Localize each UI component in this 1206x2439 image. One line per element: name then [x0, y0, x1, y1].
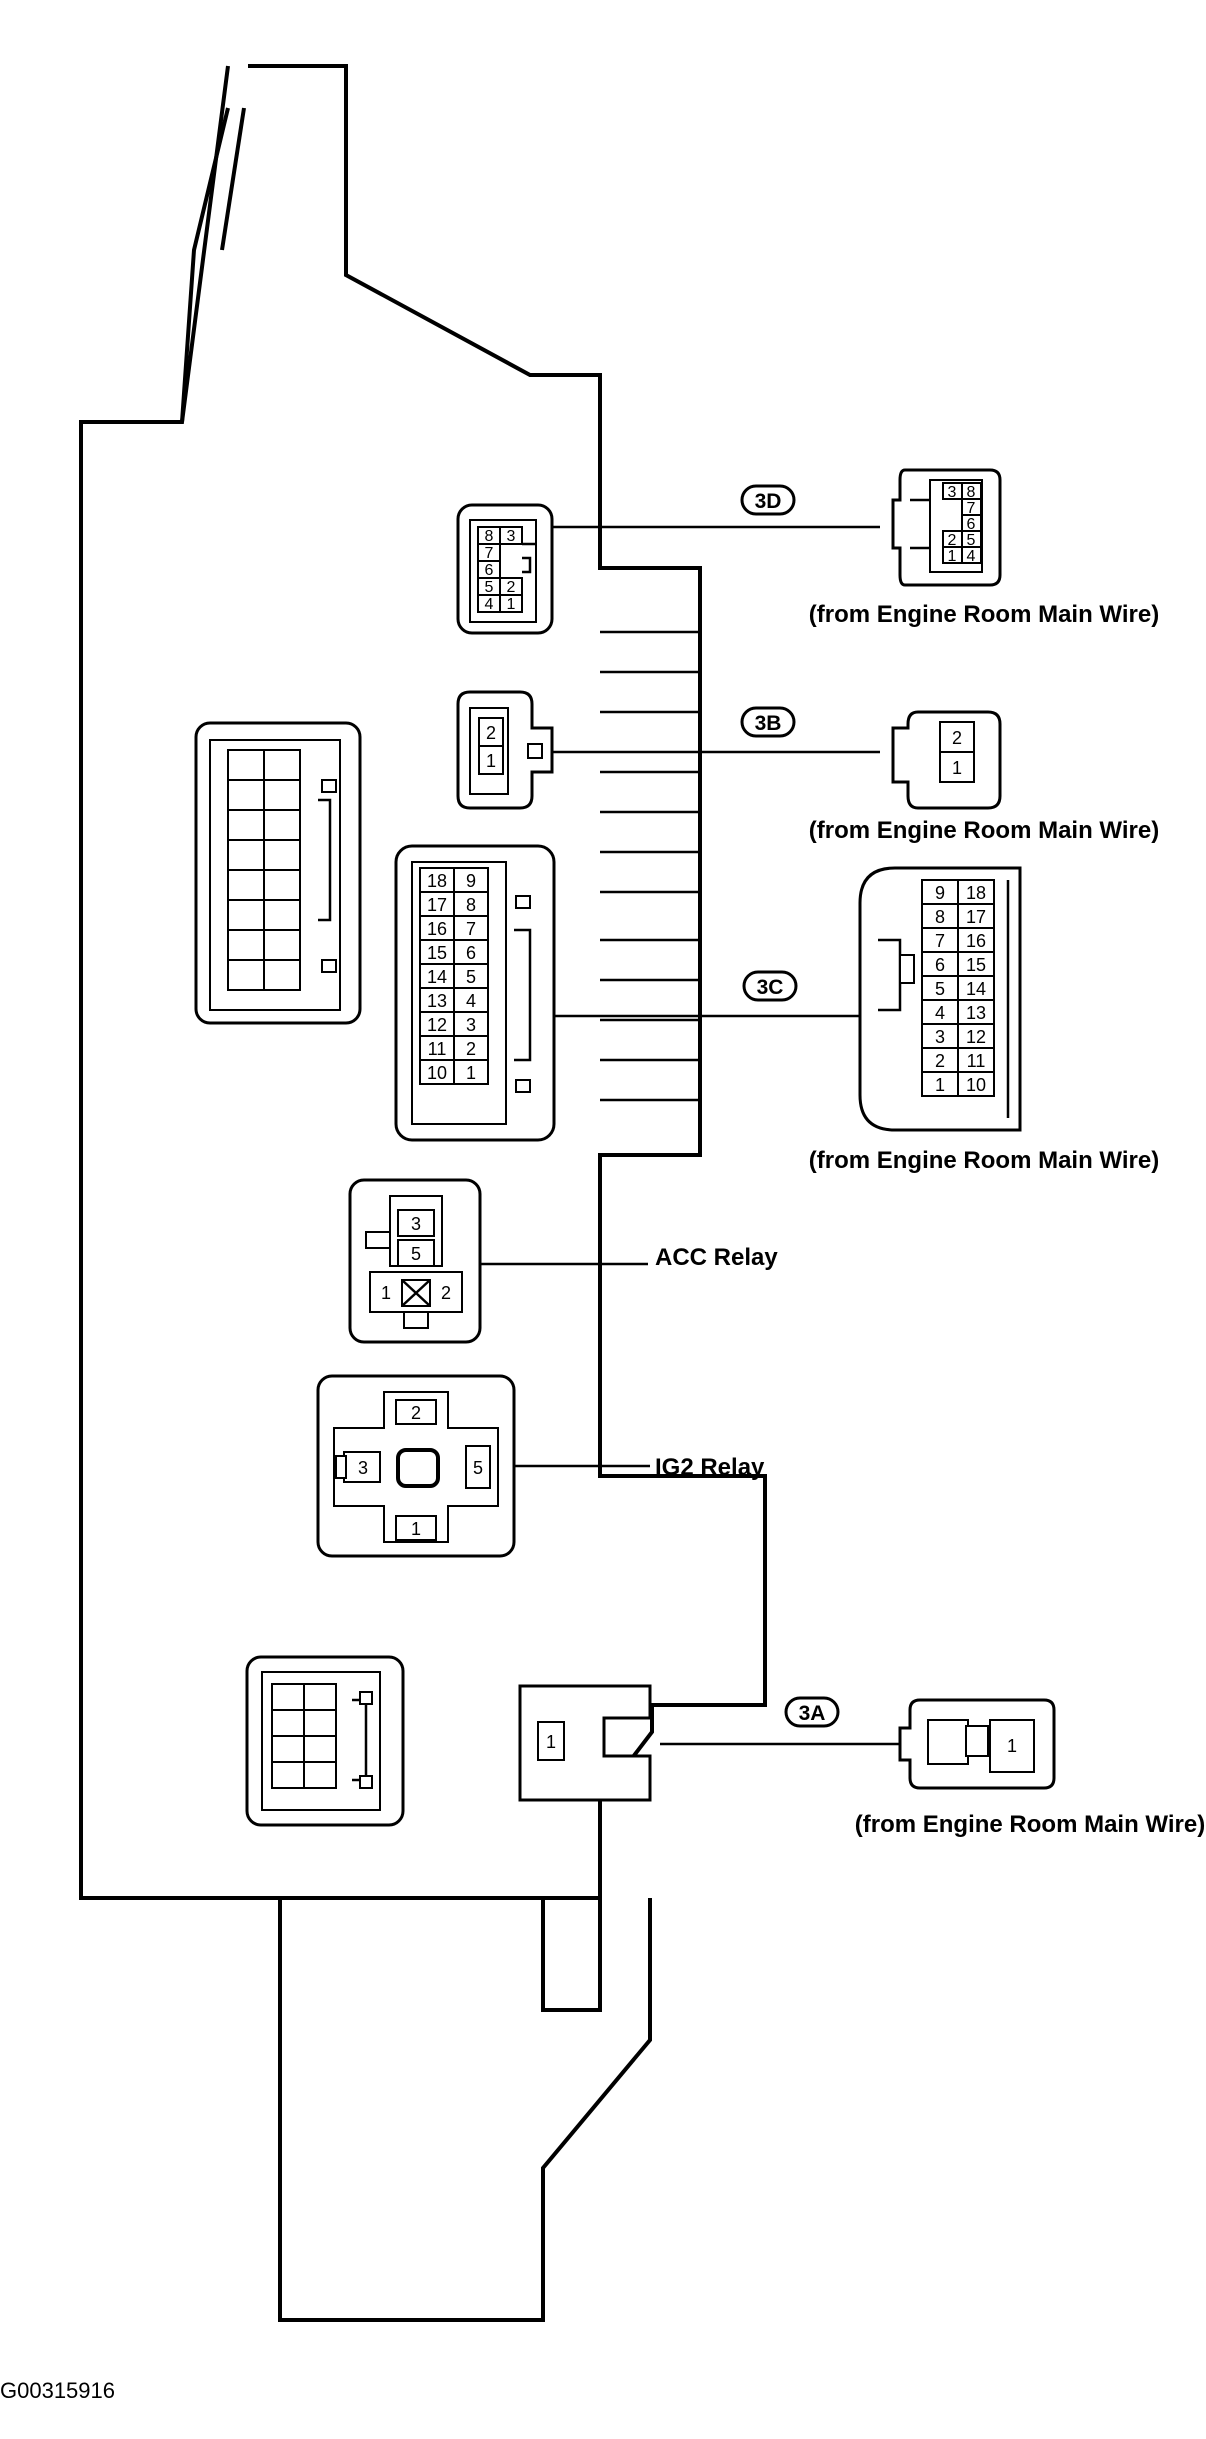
ig2-relay-label: IG2 Relay	[655, 1454, 765, 1481]
connector-3d-source-label: (from Engine Room Main Wire)	[809, 601, 1159, 628]
ig2-relay-socket: 2 3 5 1	[316, 1374, 516, 1558]
connector-3a-plug: 1	[898, 1698, 1056, 1790]
plug-3c-pin-7: 7	[935, 931, 945, 951]
pin-3c-14: 14	[427, 967, 447, 987]
acc-relay-socket: 3 5 1 2	[348, 1178, 482, 1344]
pin-3a-1: 1	[546, 1732, 556, 1752]
plug-3d-pin-8: 8	[967, 484, 976, 501]
plug-3c-pin-12: 12	[966, 1027, 986, 1047]
connector-3b-source-label: (from Engine Room Main Wire)	[809, 817, 1159, 844]
pin-3c-2: 2	[466, 1039, 476, 1059]
plug-3c-pin-11: 11	[967, 1051, 986, 1071]
plug-3d-pin-1: 1	[948, 548, 957, 565]
badge-3a: 3A	[784, 1696, 840, 1728]
connector-3d-socket: 8 3 7 6 5 2 4 1	[456, 503, 554, 635]
connector-3b-plug: 2 1	[891, 710, 1002, 810]
plug-3b-pin-1: 1	[952, 758, 962, 778]
pin-3c-12: 12	[427, 1015, 447, 1035]
pin-3c-4: 4	[466, 991, 476, 1011]
block-cavity-lower-left	[245, 1655, 405, 1827]
acc-pin-5: 5	[411, 1244, 421, 1264]
connector-3b-socket: 2 1	[456, 690, 554, 810]
plug-3b-pin-2: 2	[952, 728, 962, 748]
pin-3c-13: 13	[427, 991, 447, 1011]
pin-3d-8: 8	[485, 528, 494, 545]
acc-pin-2: 2	[441, 1283, 451, 1303]
ig2-pin-2: 2	[411, 1403, 421, 1423]
figure-code: G00315916	[0, 2378, 115, 2403]
pin-3c-1: 1	[466, 1063, 476, 1083]
badge-3c: 3C	[742, 970, 798, 1002]
connector-3a-source-label: (from Engine Room Main Wire)	[855, 1811, 1205, 1838]
pin-3c-3: 3	[466, 1015, 476, 1035]
pin-3c-8: 8	[466, 895, 476, 915]
plug-3c-pin-18: 18	[966, 883, 986, 903]
acc-relay-label: ACC Relay	[655, 1244, 778, 1271]
acc-pin-1: 1	[381, 1283, 391, 1303]
pin-3d-1: 1	[507, 596, 516, 613]
pin-3c-16: 16	[427, 919, 447, 939]
pin-3d-2: 2	[507, 579, 516, 596]
pin-3c-18: 18	[427, 871, 447, 891]
plug-3c-pin-10: 10	[966, 1075, 986, 1095]
pin-3c-15: 15	[427, 943, 447, 963]
plug-3d-pin-2: 2	[948, 532, 957, 549]
pin-3d-6: 6	[485, 562, 494, 579]
pin-3d-7: 7	[485, 545, 494, 562]
svg-text:3D: 3D	[755, 490, 782, 513]
pin-3c-11: 11	[428, 1039, 447, 1059]
svg-text:3C: 3C	[757, 976, 784, 999]
plug-3c-pin-9: 9	[935, 883, 945, 903]
connector-3d-plug: 3 8 7 6 2 5 1 4	[891, 468, 1002, 587]
plug-3c-pin-14: 14	[966, 979, 986, 999]
pin-3d-5: 5	[485, 579, 494, 596]
connector-3c-socket: 18 9 17 8 16 7 15 6 14 5 13 4 12 3 11 2 …	[394, 844, 556, 1142]
plug-3c-pin-1: 1	[935, 1075, 945, 1095]
pin-3d-3: 3	[507, 528, 516, 545]
pin-3b-2: 2	[486, 723, 496, 743]
pin-3c-9: 9	[466, 871, 476, 891]
plug-3d-pin-6: 6	[967, 516, 976, 533]
plug-3d-pin-7: 7	[967, 500, 976, 517]
connector-3a-socket: 1	[518, 1684, 652, 1802]
plug-3c-pin-2: 2	[935, 1051, 945, 1071]
connector-3c-plug: 9 18 8 17 7 16 6 15 5 14 4 13 3 12 2 11 …	[858, 866, 1022, 1132]
pin-3b-1: 1	[486, 751, 496, 771]
junction-block-outline	[79, 64, 767, 2322]
plug-3c-pin-16: 16	[966, 931, 986, 951]
plug-3c-pin-6: 6	[935, 955, 945, 975]
pin-3d-4: 4	[485, 596, 494, 613]
svg-text:3A: 3A	[799, 1702, 826, 1725]
plug-3c-pin-15: 15	[966, 955, 986, 975]
plug-3d-pin-4: 4	[967, 548, 976, 565]
badge-3b: 3B	[740, 706, 796, 738]
acc-pin-3: 3	[411, 1214, 421, 1234]
block-cavity-upper-left	[194, 721, 362, 1025]
ig2-pin-3: 3	[358, 1458, 368, 1478]
pin-3c-17: 17	[427, 895, 447, 915]
pin-3c-5: 5	[466, 967, 476, 987]
plug-3d-pin-3: 3	[948, 484, 957, 501]
fuse-slot-stack	[600, 630, 700, 1102]
plug-3a-pin-1: 1	[1007, 1736, 1017, 1756]
plug-3c-pin-5: 5	[935, 979, 945, 999]
plug-3d-pin-5: 5	[967, 532, 976, 549]
plug-3c-pin-3: 3	[935, 1027, 945, 1047]
svg-text:3B: 3B	[755, 712, 782, 735]
plug-3c-pin-13: 13	[966, 1003, 986, 1023]
badge-3d: 3D	[740, 484, 796, 516]
plug-3c-pin-17: 17	[966, 907, 986, 927]
pin-3c-6: 6	[466, 943, 476, 963]
plug-3c-pin-4: 4	[935, 1003, 945, 1023]
ig2-pin-5: 5	[473, 1458, 483, 1478]
pin-3c-7: 7	[466, 919, 476, 939]
ig2-pin-1: 1	[411, 1519, 421, 1539]
connector-3c-source-label: (from Engine Room Main Wire)	[809, 1147, 1159, 1174]
pin-3c-10: 10	[427, 1063, 447, 1083]
plug-3c-pin-8: 8	[935, 907, 945, 927]
